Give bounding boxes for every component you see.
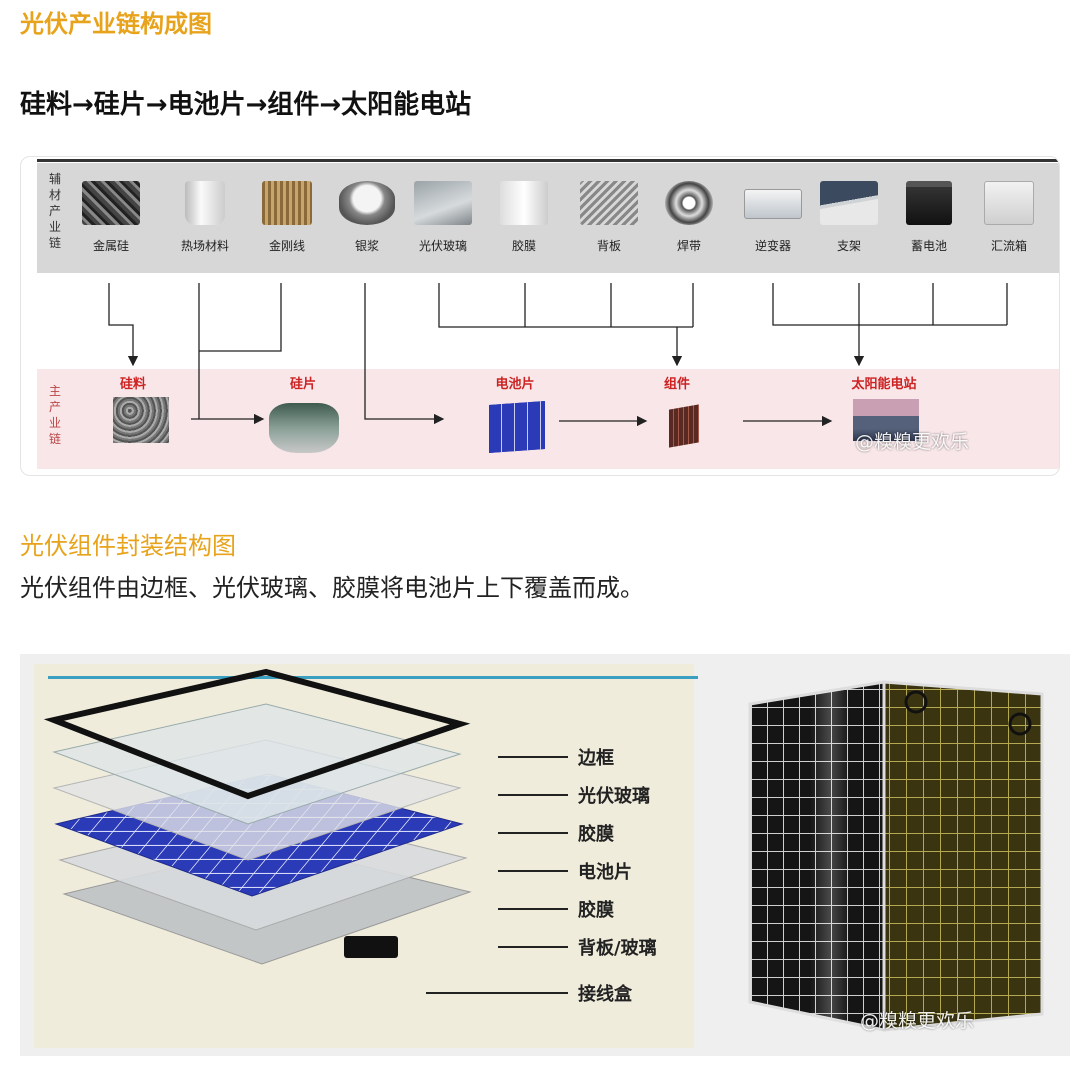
- leader-line: [498, 870, 568, 872]
- module-image: [669, 404, 699, 448]
- label-junction-box: 接线盒: [578, 984, 632, 1005]
- glass-layer: [52, 703, 462, 825]
- material-label: 支架: [836, 239, 861, 253]
- stage-power-station: 太阳能电站: [851, 377, 917, 392]
- material-thermal-field: 热场材料: [167, 181, 243, 254]
- polysilicon-image: [113, 397, 169, 443]
- material-label: 背板: [596, 239, 621, 253]
- flow-connectors: [108, 283, 1008, 427]
- watermark: @糗糗更欢乐: [860, 1010, 975, 1032]
- backsheet-image: [580, 181, 638, 225]
- module-structure-figure: 边框 光伏玻璃 胶膜 电池片 胶膜 背板/玻璃 接线盒: [20, 654, 1070, 1056]
- junction-box-shape: [344, 936, 398, 958]
- label-backsheet-glass: 背板/玻璃: [578, 938, 657, 959]
- supply-chain-diagram: 辅材产业链 主产业链 金属硅 热场材料 金刚线 银浆 光伏玻璃 胶膜 背板 焊带…: [20, 156, 1060, 476]
- material-label: 逆变器: [754, 239, 791, 253]
- material-label: 胶膜: [511, 239, 536, 253]
- pv-glass-image: [414, 181, 472, 225]
- material-bracket: 支架: [811, 181, 887, 254]
- main-chain-label: 主产业链: [48, 384, 61, 446]
- leader-line: [426, 992, 568, 994]
- material-label: 金刚线: [268, 239, 305, 253]
- stage-polysilicon: 硅料: [119, 377, 146, 392]
- cell-image: [489, 401, 545, 453]
- leader-line: [498, 832, 568, 834]
- label-film-upper: 胶膜: [578, 824, 614, 845]
- label-pv-glass: 光伏玻璃: [578, 786, 650, 807]
- material-label: 蓄电池: [910, 239, 947, 253]
- combiner-box-image: [984, 181, 1034, 225]
- label-frame: 边框: [578, 748, 614, 769]
- material-diamond-wire: 金刚线: [249, 181, 325, 254]
- power-station-image: [853, 399, 919, 441]
- watermark: @糗糗更欢乐: [855, 431, 970, 453]
- material-label: 焊带: [676, 239, 701, 253]
- material-label: 光伏玻璃: [418, 239, 467, 253]
- diagram-top-rule: [37, 159, 1059, 162]
- leader-line: [498, 908, 568, 910]
- material-film: 胶膜: [486, 181, 562, 254]
- stage-wafer: 硅片: [289, 377, 316, 392]
- material-pv-glass: 光伏玻璃: [405, 181, 481, 254]
- auxiliary-chain-label: 辅材产业链: [48, 172, 61, 250]
- metal-silicon-image: [82, 181, 140, 225]
- section-title-supply-chain: 光伏产业链构成图: [20, 10, 212, 38]
- silver-paste-image: [339, 181, 395, 225]
- material-combiner-box: 汇流箱: [971, 181, 1047, 254]
- film-image: [500, 181, 548, 225]
- leader-line: [498, 794, 568, 796]
- leader-line: [498, 946, 568, 948]
- exploded-layers: [43, 668, 472, 965]
- inverter-image: [744, 189, 802, 219]
- material-label: 汇流箱: [990, 239, 1027, 253]
- material-inverter: 逆变器: [735, 181, 811, 254]
- supply-chain-flow-text: 硅料→硅片→电池片→组件→太阳能电站: [20, 90, 472, 120]
- material-label: 热场材料: [180, 239, 229, 253]
- material-label: 银浆: [354, 239, 379, 253]
- material-label: 金属硅: [92, 239, 129, 253]
- module-description: 光伏组件由边框、光伏玻璃、胶膜将电池片上下覆盖而成。: [20, 574, 644, 602]
- panel-top-rule: [48, 676, 698, 679]
- diamond-wire-image: [262, 181, 312, 225]
- material-metal-silicon: 金属硅: [73, 181, 149, 254]
- thermal-field-image: [185, 181, 225, 225]
- bracket-image: [820, 181, 878, 225]
- battery-image: [906, 181, 952, 225]
- material-silver-paste: 银浆: [329, 181, 405, 254]
- ribbon-image: [665, 181, 713, 225]
- material-ribbon: 焊带: [651, 181, 727, 254]
- stage-module: 组件: [663, 377, 690, 392]
- material-battery: 蓄电池: [891, 181, 967, 254]
- label-film-lower: 胶膜: [578, 900, 614, 921]
- bifacial-module-image: [748, 680, 1044, 1032]
- section-title-module-structure: 光伏组件封装结构图: [20, 532, 236, 560]
- frame-layer: [43, 668, 471, 800]
- leader-line: [498, 756, 568, 758]
- bifacial-module-photo: [720, 654, 1070, 1056]
- wafer-image: [269, 403, 339, 453]
- stage-cell: 电池片: [495, 377, 535, 392]
- exploded-view-panel: 边框 光伏玻璃 胶膜 电池片 胶膜 背板/玻璃 接线盒: [34, 664, 698, 1048]
- label-cell: 电池片: [578, 862, 632, 883]
- material-backsheet: 背板: [571, 181, 647, 254]
